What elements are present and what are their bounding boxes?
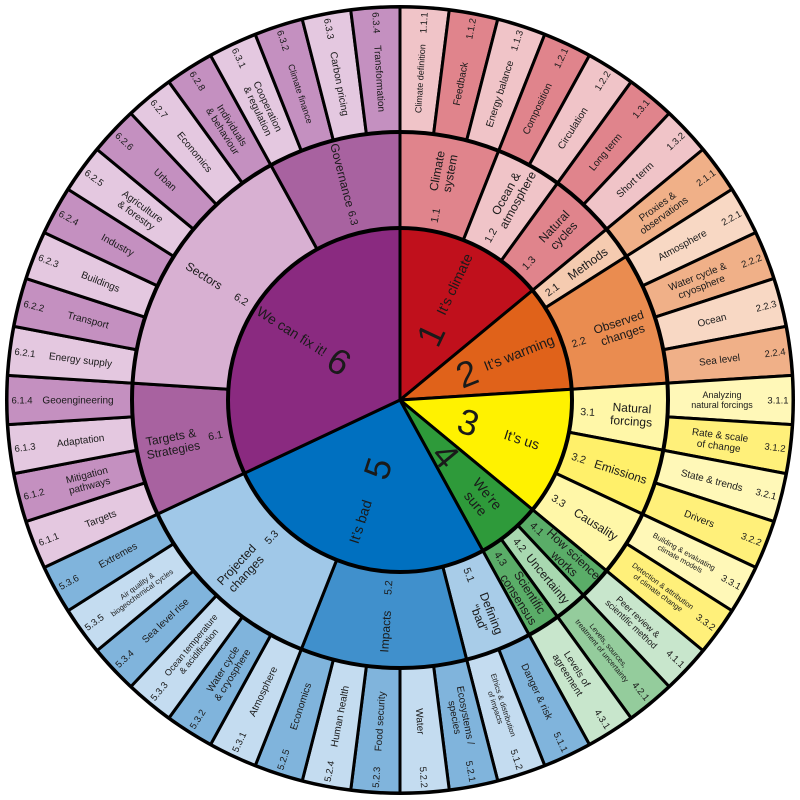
leaf-number: 6.3.3 <box>321 17 336 40</box>
leaf-number: 6.2.1 <box>14 347 36 361</box>
leaf-label-group: Water <box>413 708 426 736</box>
leaf-number: 6.1.4 <box>11 395 32 406</box>
leaf-number-group: 1.1.1 <box>418 12 430 34</box>
subtopic-number-group: 6.1 <box>207 429 224 444</box>
subtopic-number-group: 3.1 <box>580 406 595 419</box>
leaf-number-group: 5.2.1 <box>463 760 478 783</box>
leaf-number: 5.2.4 <box>323 760 338 783</box>
leaf-label: Food security <box>373 691 388 752</box>
leaf-number: 3.1.1 <box>767 395 788 406</box>
leaf-number-group: 6.2.2 <box>22 299 45 315</box>
subtopic-number-group: 5.1 <box>460 566 477 584</box>
subtopic-number: 2.2 <box>570 335 588 351</box>
subtopic-label: system <box>440 153 461 193</box>
leaf-number: 6.3.4 <box>369 12 381 34</box>
leaf-number-group: 3.1.2 <box>764 441 786 455</box>
leaf-number: 2.2.4 <box>764 347 786 361</box>
subtopic-number: 6.3 <box>345 210 360 227</box>
leaf-number-group: 2.2.3 <box>755 299 778 315</box>
leaf-number-group: 6.1.4 <box>11 395 32 406</box>
leaf-number: 6.1.2 <box>22 487 45 503</box>
leaf-number-group: 5.2.3 <box>371 766 383 788</box>
leaf-label: Water <box>413 708 426 736</box>
leaf-number-group: 3.1.1 <box>767 395 788 406</box>
leaf-number: 5.2.2 <box>417 766 429 788</box>
leaf-label: Analyzing <box>702 390 741 400</box>
subtopic-number: 5.2 <box>382 580 395 595</box>
subtopic-number-group: 6.3 <box>345 210 360 227</box>
leaf-number-group: 6.1.3 <box>14 441 36 455</box>
subtopic-number: 3.2 <box>570 451 588 467</box>
leaf-number-group: 6.3.3 <box>321 17 336 40</box>
subtopic-label: Impacts <box>377 610 394 653</box>
leaf-number: 6.2.2 <box>22 299 45 315</box>
subtopic-number: 5.1 <box>460 566 477 584</box>
leaf-number: 6.1.3 <box>14 441 36 455</box>
subtopic-number-group: 3.2 <box>570 451 588 467</box>
leaf-label: natural forcings <box>691 400 753 410</box>
subtopic-number: 1.1 <box>429 207 444 224</box>
leaf-number-group: 1.1.2 <box>464 17 479 40</box>
leaf-number: 1.1.1 <box>418 12 430 34</box>
subtopic-label-group: Impacts <box>377 610 394 653</box>
leaf-number-group: 5.2.2 <box>417 766 429 788</box>
leaf-number-group: 3.2.1 <box>754 487 777 503</box>
leaf-label-group: Food security <box>373 691 388 752</box>
subtopic-number-group: 5.2 <box>382 580 395 595</box>
leaf-number-group: 6.2.1 <box>14 347 36 361</box>
leaf-label: Climate definition <box>413 44 427 114</box>
leaf-number: 2.2.3 <box>755 299 778 315</box>
leaf-label: Geoengineering <box>42 396 113 407</box>
subtopic-number-group: 2.2 <box>570 335 588 351</box>
subtopic-number: 3.1 <box>580 406 595 419</box>
leaf-label: Sea level <box>698 353 740 369</box>
subtopic-label: forcings <box>610 413 653 430</box>
inner-ring-border <box>226 226 574 574</box>
leaf-number-group: 6.3.4 <box>369 12 381 34</box>
leaf-number: 5.2.1 <box>463 760 478 783</box>
leaf-number-group: 2.2.4 <box>764 347 786 361</box>
middle-ring-border <box>130 130 670 670</box>
leaf-number: 3.1.2 <box>764 441 786 455</box>
leaf-label-group: Transformation <box>371 45 386 112</box>
leaf-number: 1.1.2 <box>464 17 479 40</box>
leaf-number-group: 5.2.4 <box>323 760 338 783</box>
leaf-number-group: 6.1.2 <box>22 487 45 503</box>
subtopic-number: 6.1 <box>207 429 224 444</box>
leaf-label-group: Sea level <box>698 353 740 369</box>
subtopic-label: Natural <box>612 400 651 416</box>
leaf-label-group: Geoengineering <box>42 396 113 407</box>
leaf-number: 5.2.3 <box>371 766 383 788</box>
leaf-label-group: Climate definition <box>413 44 427 114</box>
subtopic-number-group: 1.1 <box>429 207 444 224</box>
leaf-label: Transformation <box>371 45 386 112</box>
leaf-number: 3.2.1 <box>754 487 777 503</box>
